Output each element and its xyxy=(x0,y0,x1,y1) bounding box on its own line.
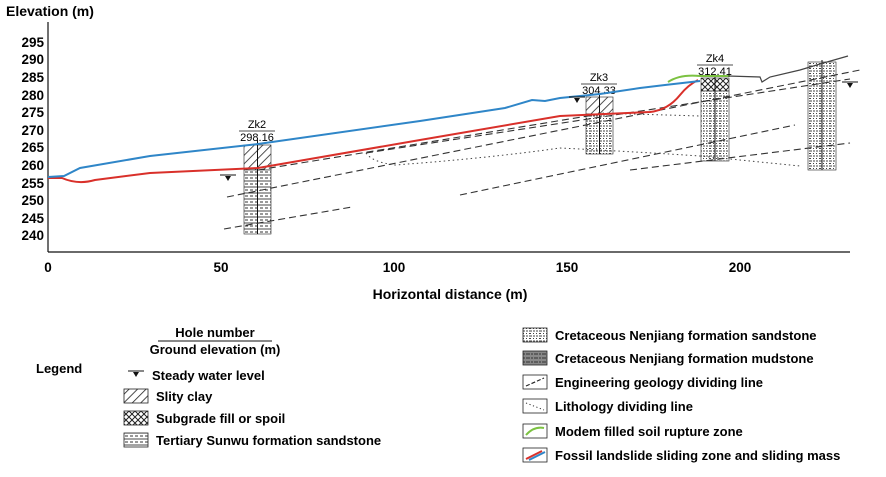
y-tick-label: 275 xyxy=(21,105,44,120)
borehole-zk2-column xyxy=(243,140,272,235)
y-tick-label: 290 xyxy=(21,52,44,67)
fossil-sliding-zone-line xyxy=(48,79,699,184)
x-axis-title: Horizontal distance (m) xyxy=(373,286,528,302)
borehole-zk3-id: Zk3 xyxy=(590,72,608,84)
water-level-icon xyxy=(842,81,858,88)
legend-item-label: Fossil landslide sliding zone and slidin… xyxy=(555,448,840,463)
y-tick-label: 255 xyxy=(21,176,44,191)
water-level-icon xyxy=(220,174,236,181)
water-level-icon xyxy=(569,96,585,103)
engineering-dividing-line-icon xyxy=(522,374,548,390)
x-tick-label: 50 xyxy=(213,260,228,275)
legend-item-label: Tertiary Sunwu formation sandstone xyxy=(156,433,381,448)
y-tick-label: 285 xyxy=(21,70,44,85)
red-blue-line-icon xyxy=(522,447,548,463)
y-tick-label: 295 xyxy=(21,35,44,50)
legend-ground-elevation: Ground elevation (m) xyxy=(150,342,281,357)
y-tick-label: 260 xyxy=(21,158,44,173)
y-tick-label: 265 xyxy=(21,140,44,155)
borehole-zk4-id: Zk4 xyxy=(706,53,724,65)
y-tick-label: 270 xyxy=(21,123,44,138)
borehole-right-column xyxy=(807,60,837,171)
modern-rupture-zone-line xyxy=(667,74,730,83)
ground-surface-line xyxy=(47,80,701,178)
legend-hole-number: Hole number xyxy=(175,325,254,340)
tertiary-sandstone-pattern-icon xyxy=(123,432,149,448)
green-rupture-line-icon xyxy=(522,423,548,439)
x-tick-label: 0 xyxy=(44,260,52,275)
lithology-dividing-line-icon xyxy=(522,398,548,414)
silty-clay-hatch-icon xyxy=(123,388,149,404)
x-tick-label: 150 xyxy=(556,260,579,275)
legend-item-label: Subgrade fill or spoil xyxy=(156,411,285,426)
legend-item-label: Modem filled soil rupture zone xyxy=(555,424,743,439)
legend-item-label: Lithology dividing line xyxy=(555,399,693,414)
subgrade-fill-crosshatch-icon xyxy=(123,410,149,426)
water-level-markers xyxy=(220,81,858,181)
borehole-zk4-column xyxy=(700,76,730,162)
water-level-icon xyxy=(128,370,144,377)
borehole-labels: Zk2 298.16 Zk3 304.33 Zk4 312.41 xyxy=(239,53,733,144)
y-tick-labels: 295 290 285 280 275 270 265 260 255 250 … xyxy=(21,35,44,243)
cretaceous-mudstone-pattern-icon xyxy=(522,350,548,366)
y-tick-label: 240 xyxy=(21,228,44,243)
upslope-ground-line xyxy=(727,55,849,83)
y-tick-label: 280 xyxy=(21,88,44,103)
lithology-dividing-line xyxy=(365,147,801,167)
engineering-dividing-lines xyxy=(223,69,861,230)
borehole-zk2-id: Zk2 xyxy=(248,119,266,131)
legend-item-label: Steady water level xyxy=(152,368,265,383)
cretaceous-sandstone-pattern-icon xyxy=(522,327,548,343)
y-axis-title: Elevation (m) xyxy=(6,3,94,19)
legend-item-label: Slity clay xyxy=(156,389,213,404)
borehole-zk2-elevation: 298.16 xyxy=(240,132,274,144)
legend-item-label: Cretaceous Nenjiang formation sandstone xyxy=(555,328,817,343)
legend: Legend Hole number Ground elevation (m) … xyxy=(36,325,840,463)
y-tick-label: 250 xyxy=(21,193,44,208)
x-tick-label: 200 xyxy=(729,260,752,275)
legend-title: Legend xyxy=(36,361,82,376)
y-tick-label: 245 xyxy=(21,211,44,226)
borehole-zk3-column xyxy=(585,95,614,155)
x-tick-label: 100 xyxy=(383,260,406,275)
x-tick-labels: 0 50 100 150 200 xyxy=(44,260,751,275)
legend-item-label: Engineering geology dividing line xyxy=(555,375,763,390)
legend-item-label: Cretaceous Nenjiang formation mudstone xyxy=(555,351,814,366)
